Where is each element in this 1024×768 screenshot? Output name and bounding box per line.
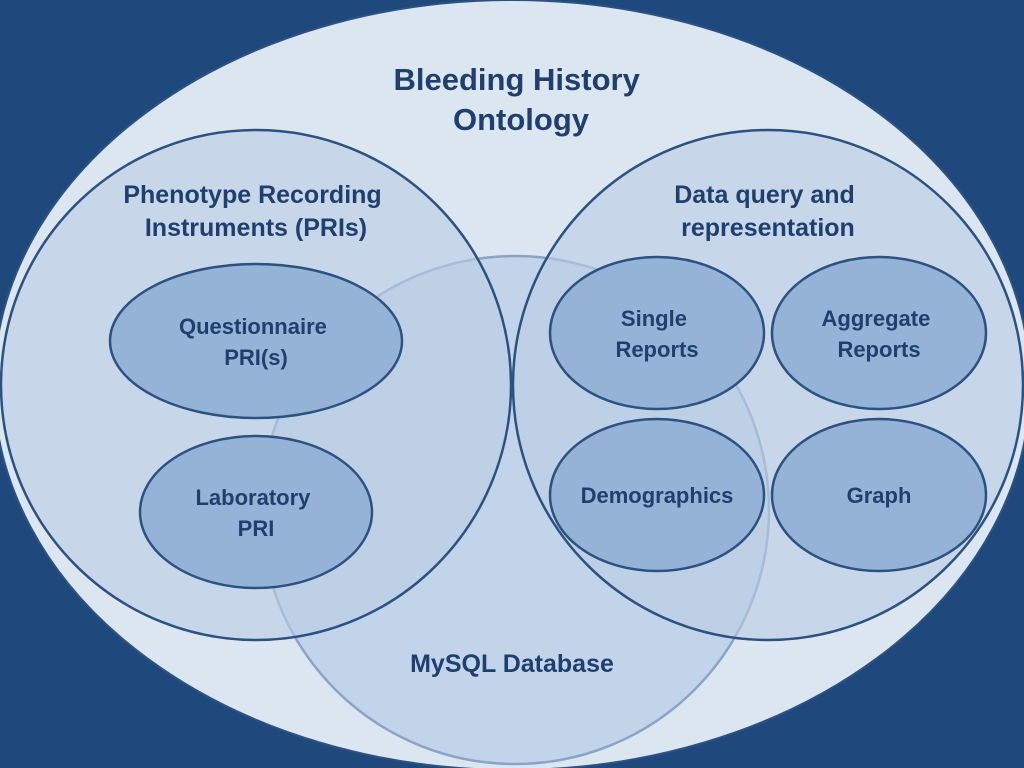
single-reports-node: Single Reports — [548, 255, 766, 411]
diagram-title-line1: Bleeding History — [394, 62, 641, 97]
laboratory-pri-label: Laboratory PRI — [195, 485, 316, 541]
diagram-title: Bleeding History Ontology — [394, 62, 649, 137]
aggregate-reports-label-line2: Reports — [837, 337, 920, 362]
data-query-section-label-line1: Data query and — [674, 181, 855, 209]
questionnaire-pri-label-line1: Questionnaire — [179, 314, 327, 339]
graph-label: Graph — [847, 483, 912, 508]
questionnaire-pri-label: Questionnaire PRI(s) — [179, 314, 333, 370]
questionnaire-pri-ellipse — [108, 262, 404, 420]
laboratory-pri-label-line1: Laboratory — [195, 485, 311, 510]
aggregate-reports-node: Aggregate Reports — [770, 255, 988, 411]
questionnaire-pri-node: Questionnaire PRI(s) — [108, 262, 404, 420]
aggregate-reports-label: Aggregate Reports — [822, 306, 937, 362]
aggregate-reports-label-line1: Aggregate — [822, 306, 931, 331]
pri-section-label-line2: Instruments (PRIs) — [145, 214, 367, 242]
laboratory-pri-node: Laboratory PRI — [138, 434, 374, 590]
data-query-section-label: Data query and representation — [674, 181, 862, 242]
graph-node: Graph — [770, 417, 988, 573]
single-reports-ellipse — [548, 255, 766, 411]
data-query-section-label-line2: representation — [681, 214, 855, 242]
demographics-ellipse — [548, 417, 766, 573]
graph-ellipse — [770, 417, 988, 573]
aggregate-reports-ellipse — [770, 255, 988, 411]
pri-section-label-line1: Phenotype Recording — [123, 181, 381, 209]
mysql-database-label: MySQL Database — [410, 650, 614, 678]
diagram-title-line2: Ontology — [453, 102, 590, 137]
demographics-label: Demographics — [581, 483, 734, 508]
single-reports-label-line2: Reports — [615, 337, 698, 362]
pri-section-label: Phenotype Recording Instruments (PRIs) — [123, 181, 388, 242]
questionnaire-pri-label-line2: PRI(s) — [224, 345, 288, 370]
single-reports-label-line1: Single — [621, 306, 687, 331]
laboratory-pri-label-line2: PRI — [238, 516, 275, 541]
demographics-node: Demographics — [548, 417, 766, 573]
single-reports-label: Single Reports — [615, 306, 698, 362]
laboratory-pri-ellipse — [138, 434, 374, 590]
